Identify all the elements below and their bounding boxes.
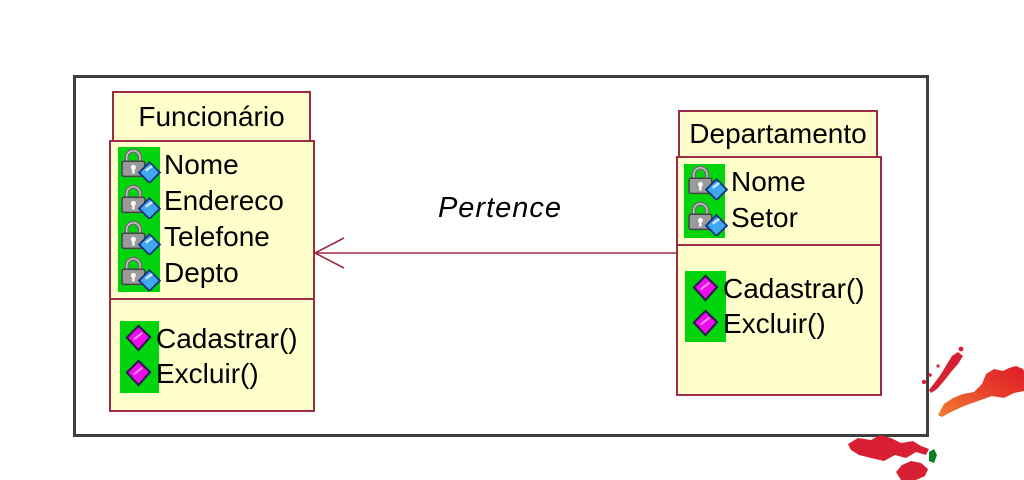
attribute-item: Depto (111, 255, 313, 291)
attribute-item: Telefone (111, 219, 313, 255)
magenta-diamond-icon (125, 359, 152, 387)
method-item: Cadastrar() (678, 271, 880, 306)
attribute-item: Setor (678, 200, 880, 236)
method-item: Cadastrar() (111, 321, 313, 356)
method-label: Cadastrar() (723, 272, 865, 304)
attribute-label: Setor (731, 202, 798, 233)
method-label: Cadastrar() (156, 322, 298, 354)
class-funcionario-attributes: Nome Endereco (109, 140, 315, 300)
method-item: Excluir() (111, 356, 313, 391)
class-departamento-methods: Cadastrar() Excluir() (676, 244, 882, 396)
method-label: Excluir() (156, 357, 259, 389)
attribute-item: Nome (678, 164, 880, 200)
attribute-label: Endereco (164, 185, 284, 216)
magenta-diamond-icon (125, 324, 152, 352)
class-funcionario-title: Funcionário (112, 91, 311, 142)
class-title-text: Departamento (689, 118, 867, 149)
class-title-text: Funcionário (138, 100, 285, 132)
magenta-diamond-icon (692, 274, 719, 302)
class-departamento-attributes: Nome Setor (676, 156, 882, 246)
attribute-label: Nome (731, 166, 806, 197)
class-departamento-title: Departamento (678, 110, 878, 158)
method-label: Excluir() (723, 307, 826, 339)
magenta-diamond-icon (692, 309, 719, 337)
class-funcionario-methods: Cadastrar() Excluir() (109, 298, 315, 412)
attribute-label: Telefone (164, 221, 270, 252)
attribute-label: Nome (164, 149, 239, 180)
lock-blue-diamond-icon (121, 148, 162, 183)
attribute-label: Depto (164, 257, 239, 288)
lock-blue-diamond-icon (121, 220, 162, 255)
attribute-item: Nome (111, 147, 313, 183)
lock-blue-diamond-icon (688, 165, 729, 200)
lock-blue-diamond-icon (121, 256, 162, 291)
attribute-item: Endereco (111, 183, 313, 219)
lock-blue-diamond-icon (121, 184, 162, 219)
lock-blue-diamond-icon (688, 201, 729, 236)
method-item: Excluir() (678, 306, 880, 341)
relationship-label: Pertence (437, 192, 563, 224)
